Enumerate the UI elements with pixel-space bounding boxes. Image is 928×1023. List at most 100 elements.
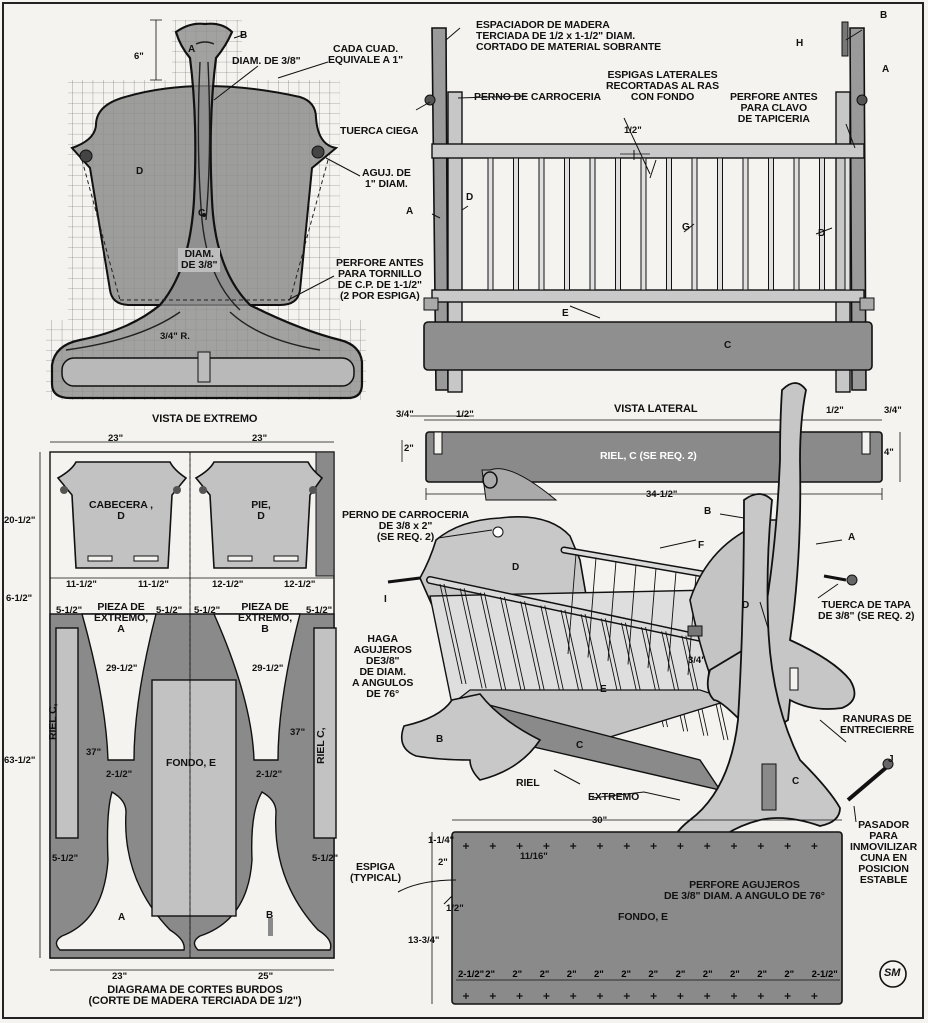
crib-spindle	[520, 601, 548, 702]
side-view-drawing	[415, 21, 882, 421]
crib-spindle	[459, 588, 487, 689]
cut-rail-right-label: RIEL C,	[315, 727, 327, 764]
cut-dim-23-bottom: 23"	[112, 971, 128, 982]
side-view-letter-a-left: A	[406, 206, 414, 217]
dowel-hole-mark	[677, 843, 684, 849]
asm-letter-f: F	[698, 540, 705, 551]
fondo-dim-half: 1/2"	[446, 903, 464, 914]
side-view-nut-note: TUERCA CIEGA	[340, 125, 419, 137]
side-view-letter-e: E	[562, 308, 569, 319]
fondo-drill-note: PERFORE AGUJEROS DE 3/8" DIAM. A ANGULO …	[664, 879, 825, 902]
fondo-spacing-dim: 2"	[675, 969, 686, 980]
spindle	[793, 157, 800, 291]
asm-letter-c: C	[576, 740, 584, 751]
cut-dim-11a: 11-1/2"	[66, 579, 97, 590]
crib-spindle	[500, 596, 527, 698]
rail-dim-right-34: 3/4"	[884, 405, 902, 416]
dowel-hole-mark	[516, 993, 523, 999]
asm-letter-i: I	[384, 594, 387, 605]
dowel-hole-mark	[784, 993, 791, 999]
dowel-hole-mark	[784, 843, 791, 849]
spindle	[819, 157, 825, 291]
rail-dim-left-12: 1/2"	[456, 409, 474, 420]
dowel-hole-mark	[731, 843, 737, 849]
end-view-drawing	[46, 19, 366, 400]
fondo-spacing-dim: 2"	[648, 969, 659, 980]
end-view-scale-note: CADA CUAD. EQUIVALE A 1"	[328, 43, 404, 66]
dowel-hole-mark	[597, 993, 603, 999]
cut-dim-12a: 12-1/2"	[212, 579, 244, 590]
cut-dim-23a: 23"	[108, 433, 124, 444]
cut-dim-5b: 5-1/2"	[156, 605, 183, 616]
logo-text: SM	[884, 967, 901, 979]
side-view-letter-c: C	[724, 340, 732, 351]
cut-dim-20: 20-1/2"	[4, 515, 36, 526]
side-view-letter-h: H	[796, 38, 804, 49]
asm-letter-d-left: D	[512, 562, 520, 573]
fondo-spacing-dim: 2"	[594, 969, 604, 980]
spindle	[487, 157, 494, 291]
rail-label: RIEL, C (SE REQ. 2)	[600, 450, 697, 462]
dowel-hole-mark	[623, 993, 630, 999]
asm-end-note: EXTREMO	[588, 791, 640, 803]
cut-dim-5a: 5-1/2"	[56, 605, 83, 616]
dowel-hole-mark	[463, 843, 469, 849]
cutting-diagram-drawing	[39, 441, 337, 971]
asm-dim-34: 3/4"	[688, 655, 706, 666]
cut-caption: DIAGRAMA DE CORTES BURDOS (CORTE DE MADE…	[88, 984, 302, 1007]
dowel-hole-mark	[757, 993, 764, 999]
side-view-bolt-note: PERNO DE CARROCERIA	[474, 91, 602, 103]
dowel-hole-mark	[463, 993, 469, 999]
assembly-drawing	[387, 382, 894, 867]
crib-spindle-back	[567, 553, 577, 655]
cut-dim-2a: 2-1/2"	[106, 769, 133, 780]
fondo-spacing-dim: 2"	[730, 969, 740, 980]
side-view-letter-d-right: D	[818, 228, 826, 239]
cut-dim-5d: 5-1/2"	[306, 605, 333, 616]
spindle	[844, 157, 851, 291]
cut-dim-23b: 23"	[252, 433, 268, 444]
cut-dim-6: 6-1/2"	[6, 593, 33, 604]
dowel-hole-mark	[811, 993, 818, 999]
crib-spindle	[540, 605, 568, 706]
fondo-spacing-dim: 2-1/2"	[811, 969, 838, 980]
fondo-label: FONDO, E	[618, 911, 668, 923]
fondo-spacing-dim: 2"	[539, 969, 550, 980]
cut-dim-5e: 5-1/2"	[52, 853, 79, 864]
cut-headboard-label: CABECERA , D	[89, 499, 153, 522]
cut-dim-25-bottom: 25"	[258, 971, 274, 982]
cut-dim-11b: 11-1/2"	[138, 579, 169, 590]
spindle	[666, 157, 672, 291]
end-view-diam-top: DIAM. DE 3/8"	[232, 55, 301, 67]
asm-cap-nut-note: TUERCA DE TAPA DE 3/8" (SE REQ. 2)	[818, 599, 915, 622]
cut-end-piece-b-label: PIEZA DE EXTREMO, B	[237, 601, 293, 635]
fondo-spacing-dim: 2"	[702, 969, 713, 980]
dowel-hole-mark	[543, 993, 550, 999]
dowel-hole-mark	[677, 993, 684, 999]
end-view-dim-6: 6"	[134, 51, 144, 62]
end-view-letter-b: B	[240, 30, 248, 41]
crib-spindle-back	[647, 567, 657, 669]
cut-dim-63: 63-1/2"	[4, 755, 36, 766]
spindle	[717, 157, 723, 291]
side-view-letter-g: G	[682, 222, 690, 233]
side-view-dim-half: 1/2"	[624, 125, 642, 136]
asm-pin-note: PASADOR PARA INMOVILIZAR CUNA EN POSICIO…	[850, 819, 918, 886]
asm-letter-c2: C	[792, 776, 800, 787]
crib-spindle-back	[627, 564, 637, 665]
side-view-tack-note: PERFORE ANTES PARA CLAVO DE TAPICERIA	[730, 91, 818, 125]
spindle	[768, 157, 774, 291]
fondo-spacing-dim: 2"	[784, 969, 795, 980]
fondo-spacing-dim: 2"	[566, 969, 577, 980]
spindle	[513, 157, 519, 291]
side-view-letter-b: B	[880, 10, 888, 21]
asm-letter-j: J	[888, 754, 894, 765]
side-view-letter-d-left: D	[466, 192, 474, 203]
dowel-hole-mark	[757, 843, 764, 849]
asm-rail-note: RIEL	[516, 777, 540, 789]
cut-end-piece-a-label: PIEZA DE EXTREMO, A	[93, 601, 149, 635]
spindle	[589, 157, 596, 291]
fondo-dim-11-16: 11/16"	[520, 851, 548, 862]
